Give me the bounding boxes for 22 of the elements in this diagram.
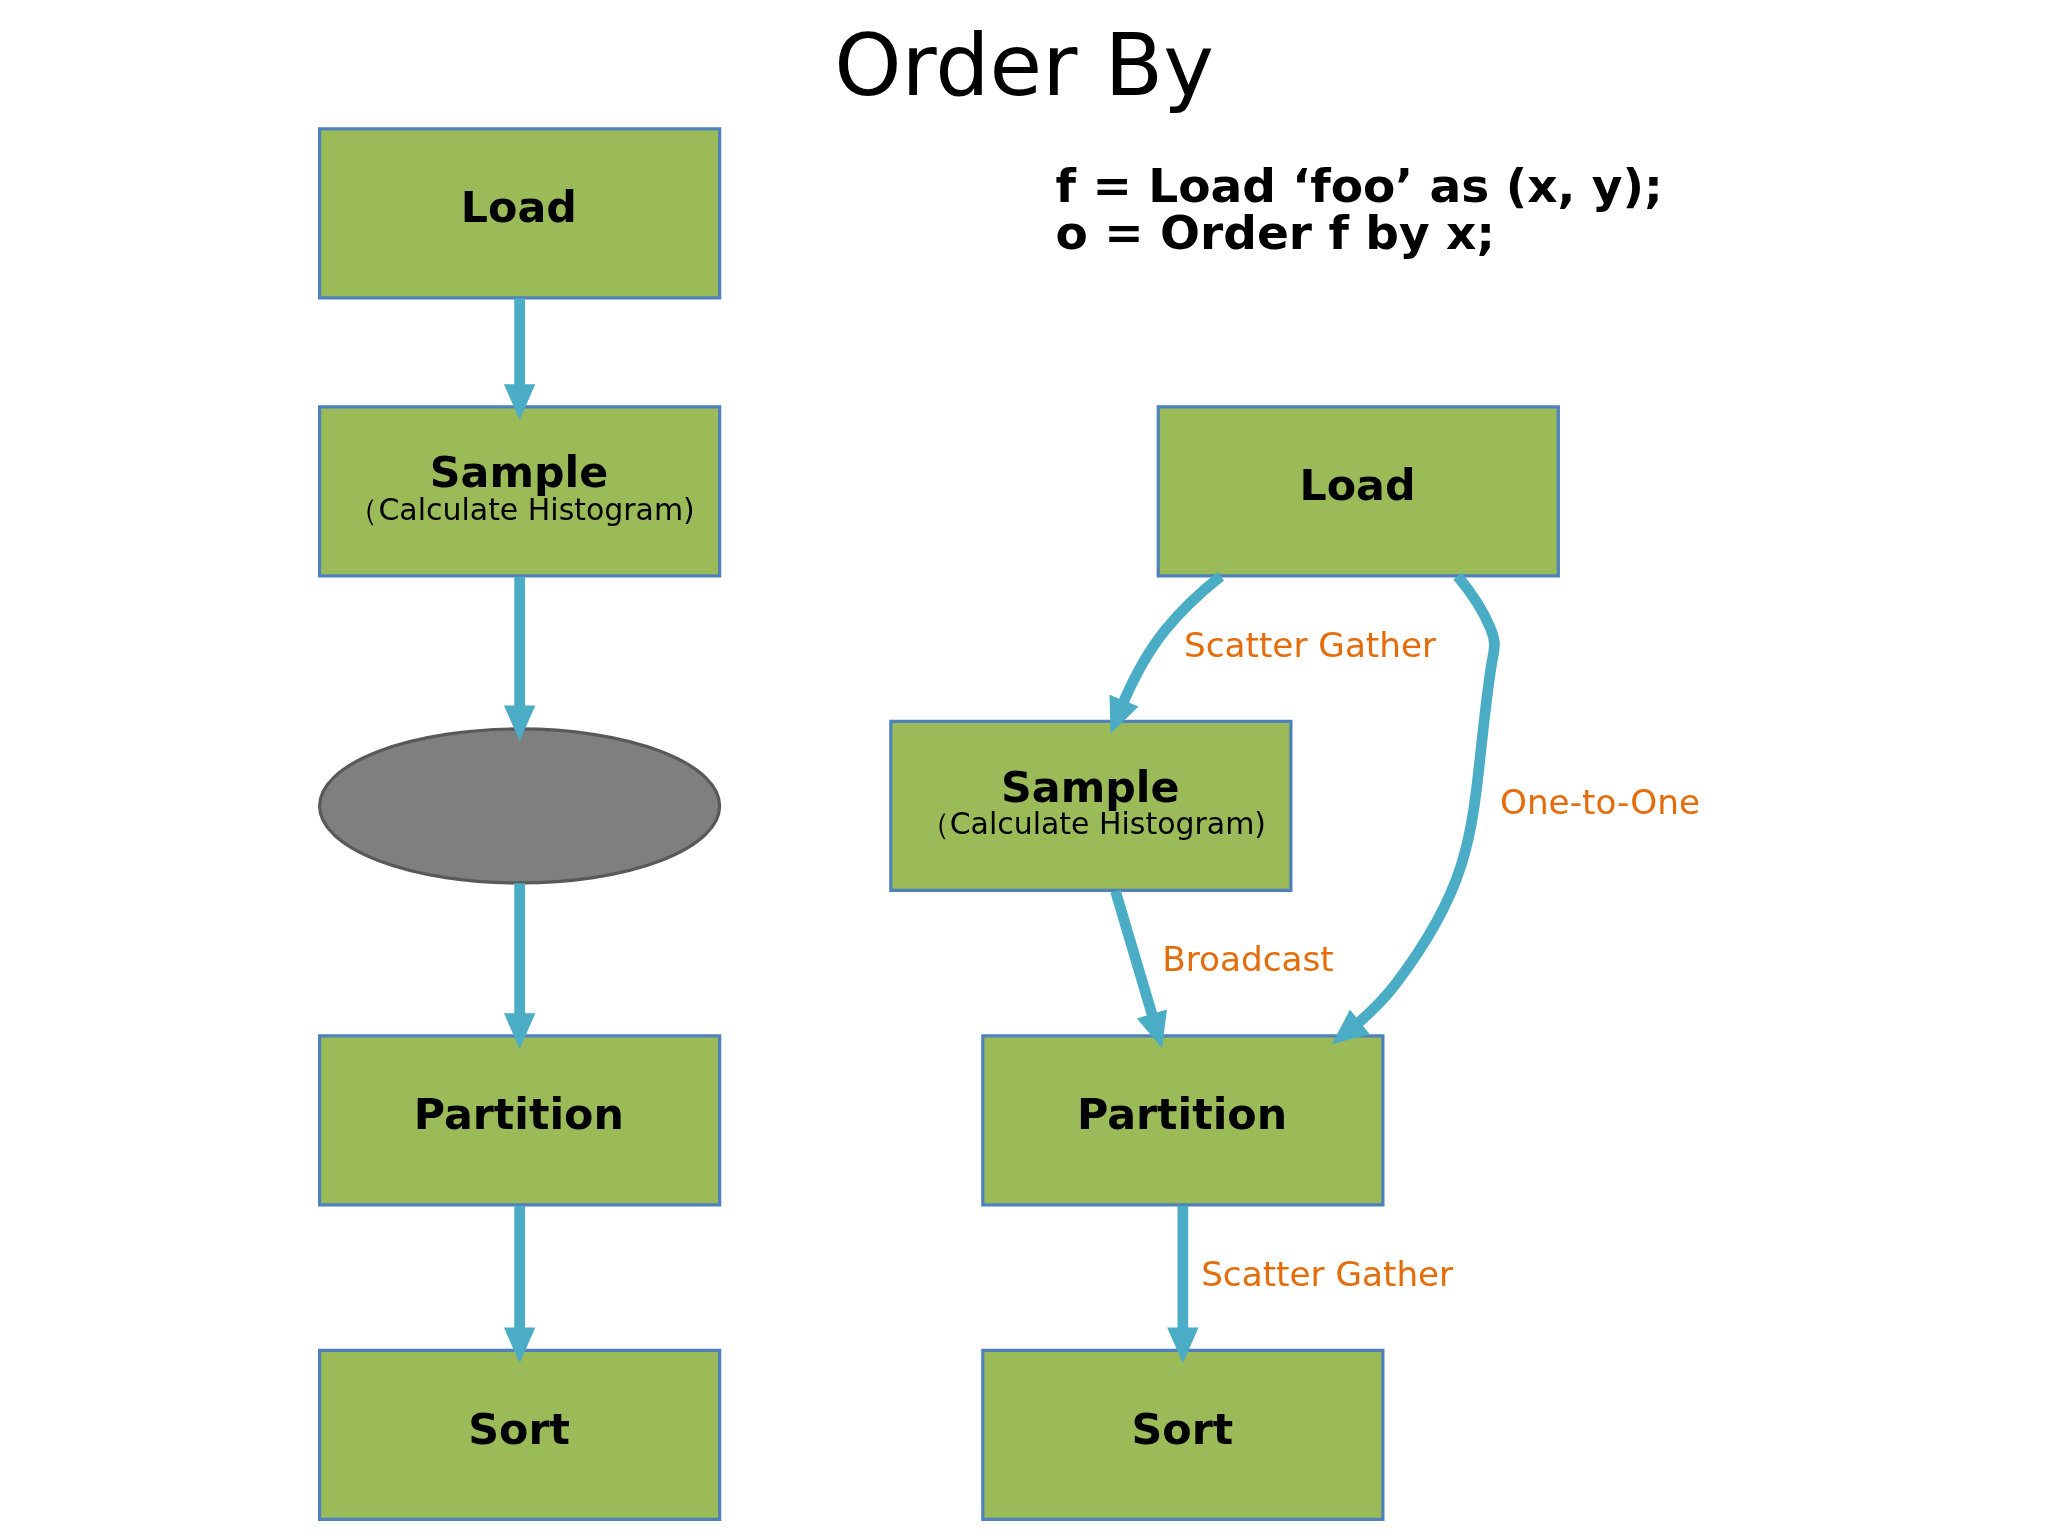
node-box: Load [318,126,722,299]
node-box: Sort [318,1348,722,1521]
arrow [1110,889,1167,1048]
node-box: Sample （Calculate Histogram) [318,404,722,578]
arrow [503,576,536,741]
arrow [1167,1205,1199,1363]
arrow [503,297,536,420]
arrow [503,882,536,1049]
node-cloud [318,726,722,885]
arrow [1331,572,1500,1044]
arrow [1109,571,1225,734]
node-box: Partition [981,1033,1385,1207]
node-box: Partition [318,1033,722,1207]
diagram-title: Order By [834,15,1214,115]
node-box: Sort [981,1348,1385,1521]
edge-label: Scatter Gather [1184,624,1437,665]
edge-label: One-to-One [1499,781,1700,822]
arrow [503,1205,536,1363]
node-box: Load [1156,404,1560,578]
node-box: Sample （Calculate Histogram) [889,719,1293,892]
edge-label: Scatter Gather [1201,1253,1454,1294]
edge-label: Broadcast [1162,938,1334,979]
